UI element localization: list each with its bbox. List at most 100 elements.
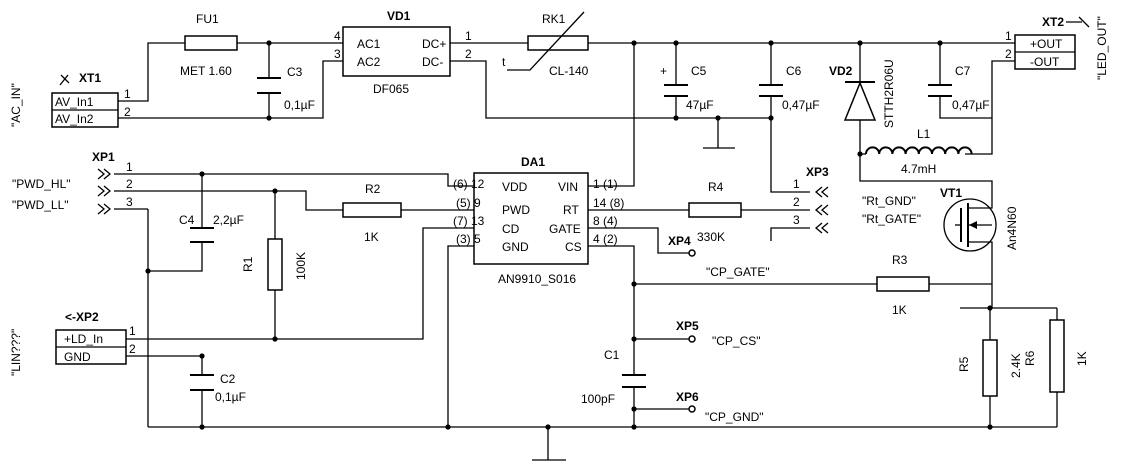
svg-text:(6) 12: (6) 12 xyxy=(453,177,485,191)
resistor-r6: R6 1K xyxy=(1023,319,1089,393)
svg-text:"CP_GND": "CP_GND" xyxy=(705,410,764,424)
svg-text:AC1: AC1 xyxy=(357,37,381,51)
svg-text:2.4K: 2.4K xyxy=(1009,353,1023,378)
svg-text:1: 1 xyxy=(465,29,472,43)
resistor-r3: R3 1K xyxy=(876,253,930,317)
svg-text:STTH2R06U: STTH2R06U xyxy=(882,59,896,128)
svg-text:0,47µF: 0,47µF xyxy=(782,98,820,112)
xt1-connector: AV_In1 AV_In2 1 2 XT1 "AC_IN" xyxy=(9,71,131,128)
svg-text:2: 2 xyxy=(1005,47,1012,61)
svg-text:1: 1 xyxy=(793,177,800,191)
svg-text:0,1µF: 0,1µF xyxy=(284,98,315,112)
xp2-connector: +LD_In GND 1 2 <-XP2 "LIN???" xyxy=(9,310,136,376)
svg-text:An4N60: An4N60 xyxy=(1005,206,1019,250)
svg-text:AV_In2: AV_In2 xyxy=(55,112,94,126)
capacitor-c7: C7 0,47µF xyxy=(928,64,990,112)
svg-text:R1: R1 xyxy=(241,256,255,272)
svg-text:R5: R5 xyxy=(957,356,971,372)
svg-text:GND: GND xyxy=(502,240,529,254)
resistor-r5: R5 2.4K xyxy=(957,339,1023,397)
capacitor-c6: C6 0,47µF xyxy=(759,64,820,112)
svg-text:2: 2 xyxy=(129,342,136,356)
svg-text:1: 1 xyxy=(126,160,133,174)
svg-text:XP6: XP6 xyxy=(676,390,699,404)
svg-text:XP3: XP3 xyxy=(806,165,829,179)
svg-text:DA1: DA1 xyxy=(521,155,545,169)
wires xyxy=(114,42,1058,461)
svg-text:1K: 1K xyxy=(1075,351,1089,366)
mosfet-vt1: VT1 An4N60 xyxy=(940,186,1019,252)
svg-text:CL-140: CL-140 xyxy=(549,64,589,78)
svg-text:XT2: XT2 xyxy=(1042,15,1064,29)
svg-text:+OUT: +OUT xyxy=(1030,37,1063,51)
svg-text:VDD: VDD xyxy=(502,180,528,194)
svg-text:XP5: XP5 xyxy=(676,319,699,333)
svg-text:2: 2 xyxy=(793,195,800,209)
svg-text:4 (2): 4 (2) xyxy=(593,232,618,246)
svg-text:(3) 5: (3) 5 xyxy=(456,232,481,246)
svg-text:<-XP2: <-XP2 xyxy=(65,310,99,324)
svg-text:VIN: VIN xyxy=(558,180,578,194)
capacitor-c2: C2 0,1µF xyxy=(190,372,246,404)
capacitor-c5: + C5 47µF xyxy=(660,64,714,112)
svg-text:XT1: XT1 xyxy=(79,71,101,85)
svg-text:"AC_IN": "AC_IN" xyxy=(9,83,23,127)
svg-text:1 (1): 1 (1) xyxy=(593,177,618,191)
svg-text:100K: 100K xyxy=(294,252,308,280)
svg-text:CS: CS xyxy=(565,240,582,254)
svg-text:C3: C3 xyxy=(287,65,303,79)
resistor-r4: R4 330K xyxy=(688,180,742,244)
svg-text:"Rt_GATE": "Rt_GATE" xyxy=(862,212,921,226)
svg-text:"CP_CS": "CP_CS" xyxy=(712,334,761,348)
svg-text:"CP_GATE": "CP_GATE" xyxy=(706,265,770,279)
svg-text:VD2: VD2 xyxy=(829,64,853,78)
svg-text:C4: C4 xyxy=(179,213,195,227)
junction-dots xyxy=(145,40,993,430)
svg-text:DF065: DF065 xyxy=(373,82,409,96)
xp3-connector: XP3 1 2 3 "Rt_GND" "Rt_GATE" xyxy=(793,165,921,234)
svg-text:GND: GND xyxy=(64,350,91,364)
svg-text:C2: C2 xyxy=(220,372,236,386)
svg-text:DC+: DC+ xyxy=(422,37,446,51)
thermistor-rk1: t RK1 CL-140 xyxy=(502,11,589,78)
svg-text:C6: C6 xyxy=(786,64,802,78)
svg-text:C1: C1 xyxy=(604,348,620,362)
svg-text:CD: CD xyxy=(502,222,520,236)
svg-text:XP1: XP1 xyxy=(92,150,115,164)
svg-text:MET 1.60: MET 1.60 xyxy=(180,64,232,78)
svg-text:R4: R4 xyxy=(708,180,724,194)
svg-text:XP4: XP4 xyxy=(668,234,691,248)
svg-text:1: 1 xyxy=(124,87,131,101)
resistor-r2: R2 1K xyxy=(342,182,402,244)
capacitor-c4: C4 2,2µF xyxy=(179,213,244,243)
svg-text:3: 3 xyxy=(793,213,800,227)
svg-text:2: 2 xyxy=(124,105,131,119)
svg-text:AC2: AC2 xyxy=(357,55,381,69)
svg-text:R2: R2 xyxy=(365,182,381,196)
svg-text:C5: C5 xyxy=(691,64,707,78)
svg-text:14 (8): 14 (8) xyxy=(593,196,624,210)
capacitor-c1: C1 100pF xyxy=(581,348,646,406)
svg-text:330K: 330K xyxy=(697,230,725,244)
svg-text:1K: 1K xyxy=(892,303,907,317)
svg-text:4: 4 xyxy=(334,29,341,43)
xp5-test-point: XP5 "CP_CS" xyxy=(676,319,761,348)
svg-text:(5) 9: (5) 9 xyxy=(456,196,481,210)
svg-text:1: 1 xyxy=(1005,29,1012,43)
svg-text:-OUT: -OUT xyxy=(1030,55,1060,69)
xp1-connector: XP1 1 2 3 "PWD_HL" "PWD_LL" xyxy=(12,150,133,215)
svg-text:0,47µF: 0,47µF xyxy=(952,98,990,112)
svg-text:3: 3 xyxy=(126,195,133,209)
svg-text:4.7mH: 4.7mH xyxy=(901,162,936,176)
ic-da1: DA1 VDD PWD CD GND VIN RT GATE CS (6) 12… xyxy=(453,155,624,286)
svg-text:2: 2 xyxy=(465,47,472,61)
fuse-fu1: FU1 MET 1.60 xyxy=(180,12,238,78)
svg-text:AN9910_S016: AN9910_S016 xyxy=(498,272,576,286)
svg-text:C7: C7 xyxy=(955,64,971,78)
capacitor-c3: C3 0,1µF xyxy=(257,65,315,112)
svg-text:GATE: GATE xyxy=(549,222,581,236)
resistor-r1: R1 100K xyxy=(241,238,308,291)
svg-text:1: 1 xyxy=(129,324,136,338)
svg-text:100pF: 100pF xyxy=(581,392,615,406)
